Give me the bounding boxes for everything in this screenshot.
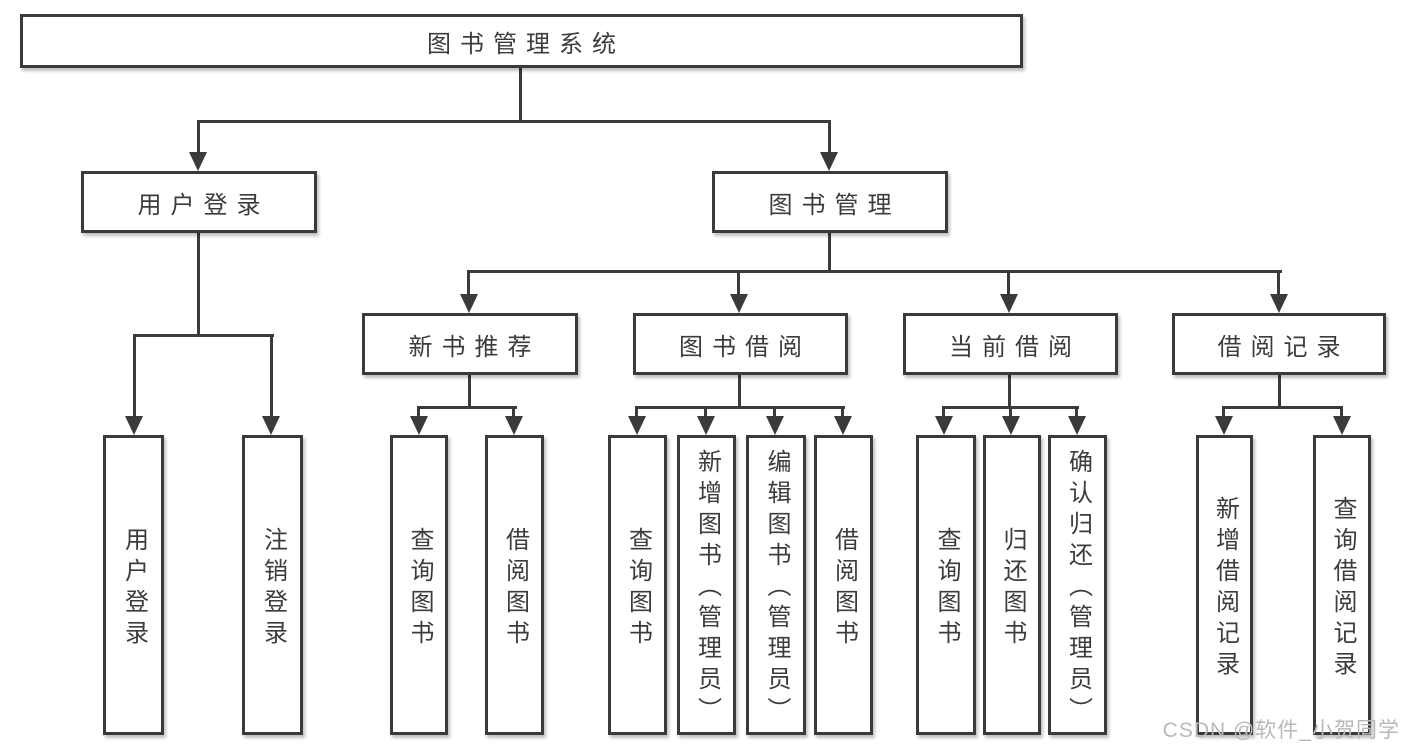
- leaf-query-books-borrow: 查询图书: [608, 435, 667, 735]
- connector-stem-c1: [635, 406, 638, 418]
- arrowhead-current-borrow: [1000, 294, 1018, 313]
- node-current-borrow: 当前借阅: [903, 313, 1118, 375]
- csdn-watermark: CSDN @软件_小贺同学: [1162, 719, 1400, 742]
- connector-stem-borrow-records: [1277, 270, 1280, 296]
- node-new-book-recommend: 新书推荐: [362, 313, 578, 375]
- arrowhead-c2: [697, 416, 715, 435]
- node-book-management: 图书管理: [712, 171, 948, 233]
- arrowhead-b2: [505, 416, 523, 435]
- leaf-return-book: 归还图书: [983, 435, 1041, 735]
- connector-stem-b2: [512, 406, 515, 418]
- arrowhead-d2: [1002, 416, 1020, 435]
- arrowhead-c4: [834, 416, 852, 435]
- leaf-query-borrow-record: 查询借阅记录: [1313, 435, 1371, 735]
- connector-stem-c2: [704, 406, 707, 418]
- node-user-login: 用户登录: [81, 171, 317, 233]
- connector-newbook-rail: [417, 406, 517, 409]
- connector-stem-book-management: [828, 120, 831, 156]
- arrowhead-leaf-logout: [262, 416, 280, 435]
- connector-records-drop: [1278, 375, 1281, 409]
- leaf-query-books-current: 查询图书: [916, 435, 976, 735]
- leaf-confirm-return-admin: 确认归还（管理员）: [1048, 435, 1107, 735]
- leaf-logout: 注销登录: [242, 435, 303, 735]
- connector-userlogin-drop: [197, 233, 200, 337]
- connector-stem-e2: [1340, 406, 1343, 418]
- connector-stem-c4: [841, 406, 844, 418]
- connector-bookmgmt-rail: [468, 270, 1282, 273]
- connector-stem-d2: [1009, 406, 1012, 418]
- arrowhead-d1: [935, 416, 953, 435]
- connector-stem-e1: [1222, 406, 1225, 418]
- leaf-edit-book-admin: 编辑图书（管理员）: [746, 435, 806, 735]
- arrowhead-c1: [628, 416, 646, 435]
- connector-current-drop: [1008, 375, 1011, 409]
- arrowhead-e2: [1333, 416, 1351, 435]
- node-root: 图书管理系统: [20, 14, 1023, 68]
- leaf-borrow-books-recommend: 借阅图书: [485, 435, 544, 735]
- leaf-borrow-books: 借阅图书: [814, 435, 873, 735]
- arrowhead-book-borrow: [730, 294, 748, 313]
- connector-borrow-rail: [635, 406, 845, 409]
- leaf-user-login: 用户登录: [103, 435, 164, 735]
- connector-stem-d3: [1075, 406, 1078, 418]
- connector-stem-leaf-user-login: [133, 334, 136, 418]
- arrowhead-c3: [766, 416, 784, 435]
- connector-stem-leaf-logout: [270, 334, 273, 418]
- leaf-query-books-recommend: 查询图书: [390, 435, 448, 735]
- arrowhead-user-login: [189, 152, 207, 171]
- connector-stem-book-borrow: [737, 270, 740, 296]
- arrowhead-b1: [410, 416, 428, 435]
- connector-root-rail: [197, 120, 831, 123]
- connector-stem-c3: [773, 406, 776, 418]
- connector-newbook-drop: [468, 375, 471, 409]
- arrowhead-book-management: [820, 152, 838, 171]
- connector-stem-d1: [942, 406, 945, 418]
- leaf-add-book-admin: 新增图书（管理员）: [677, 435, 736, 735]
- connector-stem-b1: [417, 406, 420, 418]
- node-book-borrow: 图书借阅: [633, 313, 848, 375]
- arrowhead-d3: [1068, 416, 1086, 435]
- arrowhead-new-book: [460, 294, 478, 313]
- node-borrow-records: 借阅记录: [1172, 313, 1386, 375]
- connector-userlogin-rail: [133, 334, 274, 337]
- connector-root-drop: [519, 68, 522, 122]
- connector-bookmgmt-drop: [828, 233, 831, 273]
- connector-borrow-drop: [738, 375, 741, 409]
- connector-stem-user-login: [197, 120, 200, 156]
- arrowhead-e1: [1215, 416, 1233, 435]
- arrowhead-borrow-records: [1270, 294, 1288, 313]
- connector-stem-new-book: [467, 270, 470, 296]
- connector-records-rail: [1222, 406, 1343, 409]
- arrowhead-leaf-user-login: [125, 416, 143, 435]
- connector-stem-current-borrow: [1007, 270, 1010, 296]
- leaf-add-borrow-record: 新增借阅记录: [1196, 435, 1253, 735]
